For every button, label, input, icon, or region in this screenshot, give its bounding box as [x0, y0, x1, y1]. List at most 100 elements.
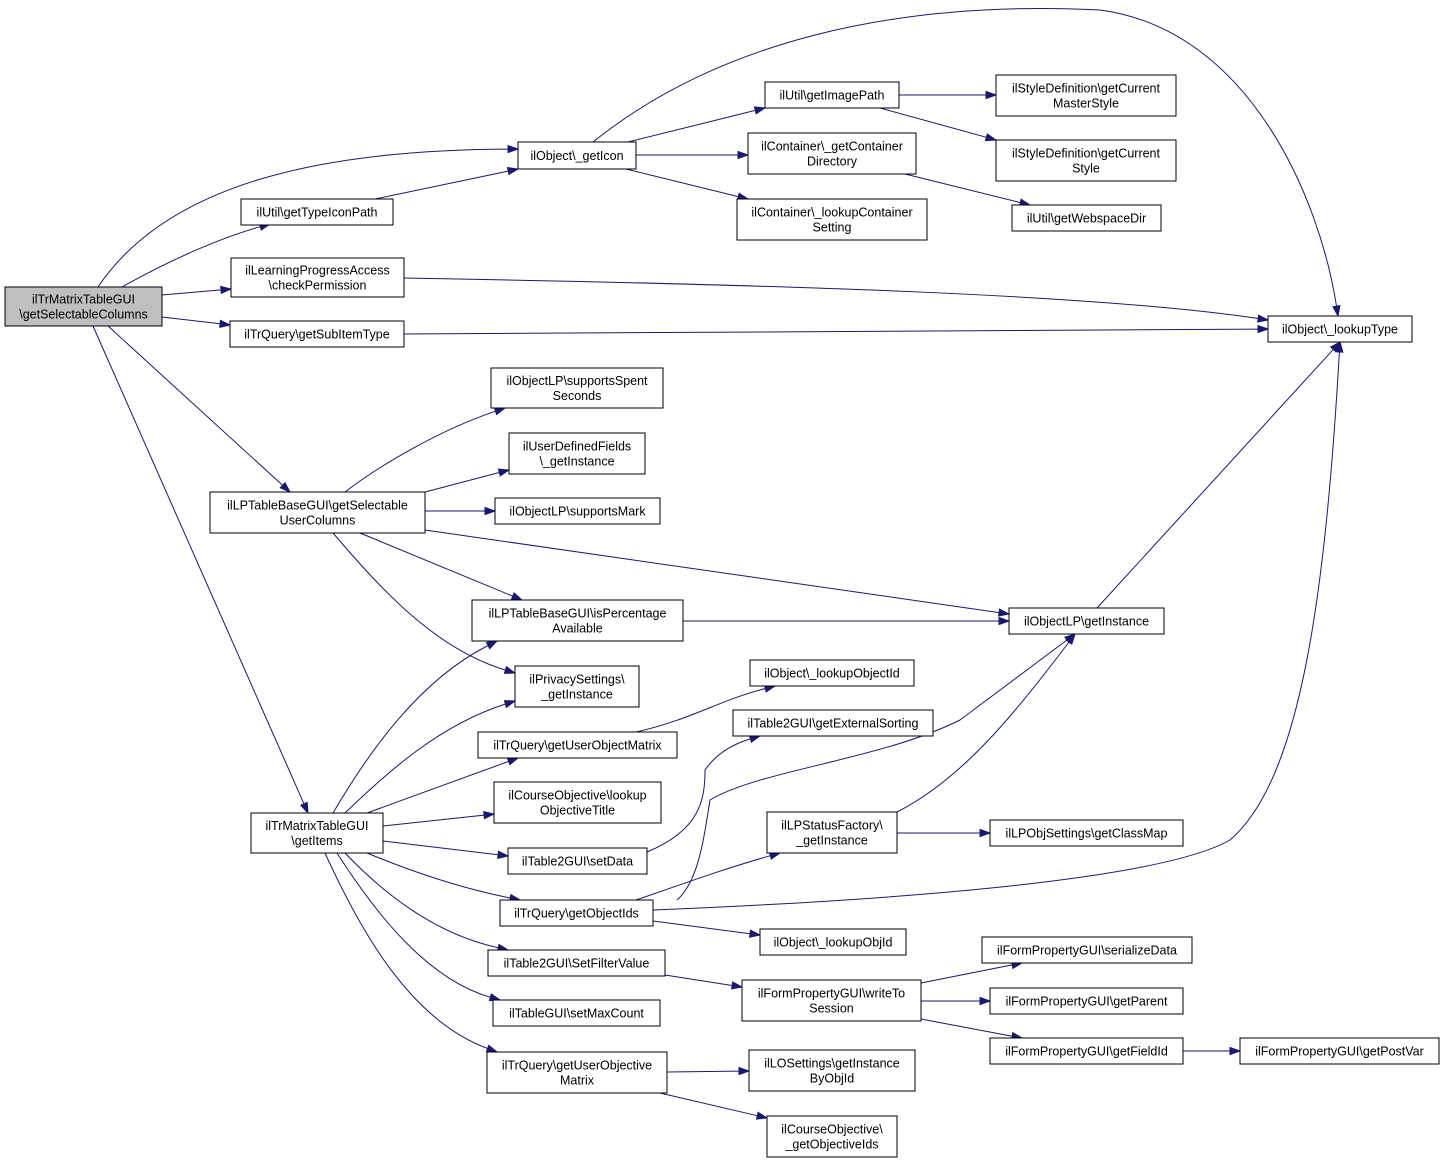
arrowhead-icon: [485, 640, 499, 650]
node-box: [1011, 204, 1162, 232]
edge-get-items-to-set-max-count: [336, 852, 502, 1002]
arrowhead-icon: [979, 996, 992, 1006]
edge-lp-status-get-instance-to-get-class-map: [897, 828, 992, 838]
edge-get-items-to-set-filter-value: [344, 852, 510, 952]
edge-get-items-to-lookup-objective-title: [382, 810, 496, 827]
node-get-parent[interactable]: ilFormPropertyGUI\getParent: [989, 987, 1184, 1015]
edge-get-image-path-to-get-current-master-style: [899, 90, 998, 100]
node-set-data[interactable]: ilTable2GUI\setData: [507, 847, 648, 875]
edge-get-user-objective-matrix-to-get-objective-ids: [659, 1092, 769, 1120]
node-get-external-sorting[interactable]: ilTable2GUI\getExternalSorting: [732, 709, 934, 737]
edge-line: [424, 472, 500, 493]
arrowhead-icon: [1332, 304, 1341, 318]
node-get-icon[interactable]: ilObject\_getIcon: [517, 141, 637, 170]
node-check-permission[interactable]: ilLearningProgressAccess\checkPermission: [230, 257, 405, 298]
edge-line: [344, 852, 499, 949]
arrowhead-icon: [485, 1044, 499, 1053]
node-label: Directory: [807, 155, 858, 169]
node-box: [471, 599, 684, 642]
node-label: ByObjId: [810, 1072, 855, 1086]
edge-line: [324, 852, 488, 1049]
node-label: ilLPStatusFactory\: [781, 819, 883, 833]
node-set-max-count[interactable]: ilTableGUI\setMaxCount: [492, 999, 661, 1027]
node-lookup-obj-id[interactable]: ilObject\_lookupObjId: [759, 928, 907, 956]
arrowhead-icon: [497, 468, 511, 477]
node-label: ilObject\_lookupType: [1282, 323, 1398, 337]
node-box: [995, 139, 1177, 182]
node-label: ilFormPropertyGUI\writeTo: [758, 987, 905, 1001]
node-get-type-icon-path[interactable]: ilUtil\getTypeIconPath: [240, 198, 394, 226]
node-get-webspace-dir[interactable]: ilUtil\getWebspaceDir: [1011, 204, 1162, 232]
node-label: ilFormPropertyGUI\getFieldId: [1005, 1045, 1168, 1059]
node-label: Available: [552, 622, 603, 636]
edge-line: [424, 529, 1000, 614]
node-label: ilTable2GUI\SetFilterValue: [504, 957, 650, 971]
edge-get-image-path-to-get-current-style: [879, 107, 998, 142]
node-label: ilTrMatrixTableGUI: [32, 293, 135, 307]
edges-layer: [92, 8, 1344, 1120]
node-box: [240, 198, 394, 226]
node-get-field-id[interactable]: ilFormPropertyGUI\getFieldId: [989, 1037, 1184, 1065]
node-get-object-ids[interactable]: ilTrQuery\getObjectIds: [499, 899, 654, 927]
edge-line: [161, 289, 222, 296]
node-privacy-get-instance[interactable]: ilPrivacySettings\_getInstance: [514, 665, 640, 708]
arrowhead-icon: [219, 319, 232, 328]
node-root[interactable]: ilTrMatrixTableGUI\getSelectableColumns: [4, 286, 163, 327]
edge-write-to-session-to-get-parent: [921, 996, 992, 1006]
node-object-lpget-instance[interactable]: ilObjectLP\getInstance: [1008, 607, 1165, 635]
node-get-items[interactable]: ilTrMatrixTableGUI\getItems: [250, 812, 384, 854]
node-supports-mark[interactable]: ilObjectLP\supportsMark: [494, 497, 661, 525]
node-label: ObjectiveTitle: [540, 804, 615, 818]
node-serialize-data[interactable]: ilFormPropertyGUI\serializeData: [981, 936, 1193, 964]
edge-line: [646, 738, 751, 853]
edge-get-selectable-user-columns-to-supports-spent-seconds: [344, 407, 507, 493]
node-box: [494, 497, 661, 525]
node-box: [499, 899, 654, 927]
node-box: [741, 979, 922, 1022]
node-lp-status-get-instance[interactable]: ilLPStatusFactory\_getInstance: [766, 811, 898, 854]
node-get-user-object-matrix[interactable]: ilTrQuery\getUserObjectMatrix: [477, 731, 678, 759]
edge-line: [344, 410, 496, 493]
edge-root-to-get-selectable-user-columns: [107, 325, 292, 494]
edge-lp-status-get-instance-to-object-lpget-instance: [896, 632, 1076, 813]
edge-line: [664, 974, 733, 986]
arrowhead-icon: [1065, 632, 1076, 645]
node-get-selectable-user-columns[interactable]: ilLPTableBaseGUI\getSelectableUserColumn…: [209, 491, 426, 534]
node-box: [490, 367, 664, 409]
node-lookup-object-id[interactable]: ilObject\_lookupObjectId: [749, 659, 915, 687]
arrowhead-icon: [1257, 324, 1270, 334]
node-get-class-map[interactable]: ilLPObjSettings\getClassMap: [989, 819, 1184, 847]
edge-line: [879, 107, 987, 138]
edge-get-items-to-get-user-objective-matrix: [324, 852, 499, 1053]
node-label: ilTrMatrixTableGUI: [265, 819, 368, 833]
edge-line: [676, 639, 1068, 901]
edge-get-items-to-is-percentage-available: [332, 640, 499, 814]
node-get-post-var[interactable]: ilFormPropertyGUI\getPostVar: [1239, 1037, 1440, 1065]
node-label: ilUtil\getTypeIconPath: [257, 206, 378, 220]
edge-line: [635, 688, 766, 733]
node-label: Setting: [813, 221, 852, 235]
node-box: [766, 1115, 898, 1158]
node-udf-get-instance[interactable]: ilUserDefinedFields\_getInstance: [508, 432, 646, 475]
node-get-objective-ids[interactable]: ilCourseObjective\_getObjectiveIds: [766, 1115, 898, 1158]
node-get-sub-item-type[interactable]: ilTrQuery\getSubItemType: [229, 320, 405, 348]
node-lookup-type[interactable]: ilObject\_lookupType: [1267, 315, 1413, 343]
edge-line: [374, 170, 509, 200]
node-get-image-path[interactable]: ilUtil\getImagePath: [764, 81, 900, 109]
node-set-filter-value[interactable]: ilTable2GUI\SetFilterValue: [487, 949, 666, 977]
arrowhead-icon: [998, 608, 1011, 617]
edge-get-field-id-to-get-post-var: [1183, 1046, 1242, 1056]
edge-line: [666, 1070, 740, 1073]
edge-line: [332, 645, 489, 814]
